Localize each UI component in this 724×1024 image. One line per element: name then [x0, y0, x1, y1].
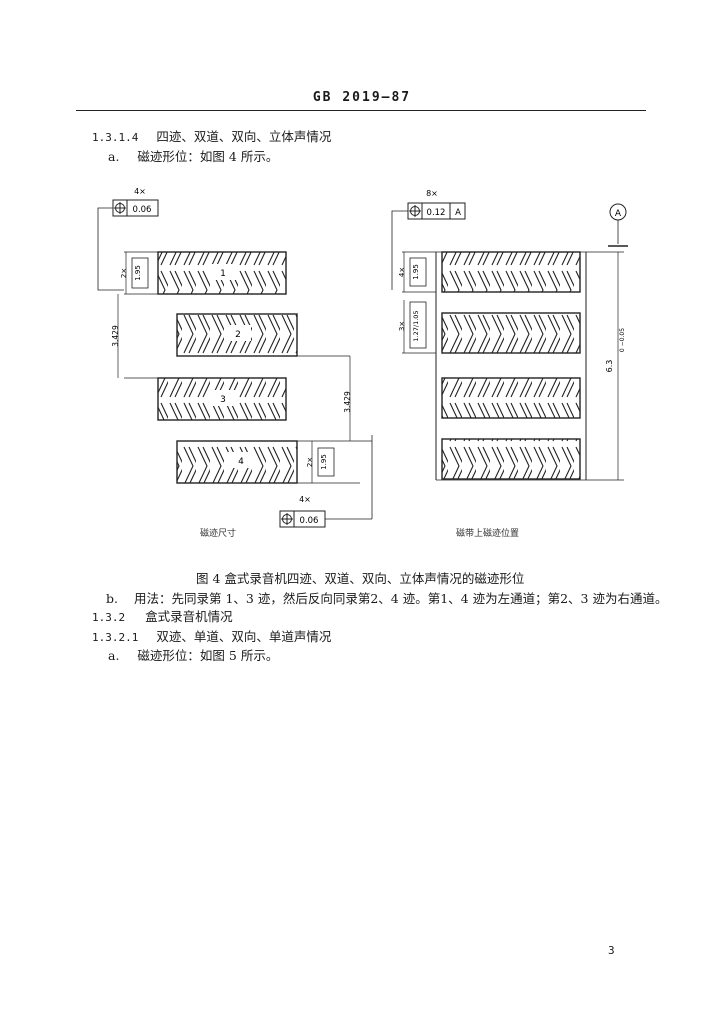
item-text: 用法：先同录第 1、3 迹，然后反向同录第2、4 迹。第1、4 迹为左通道；第2…: [133, 591, 668, 606]
track-3: [157, 377, 287, 421]
item-a-1: a. 磁迹形位：如图 4 所示。: [108, 146, 278, 165]
dim-width-nominal: 2×: [120, 268, 128, 278]
track-2-number: 2: [235, 330, 241, 340]
section-number: 1.3.2.1: [92, 631, 139, 644]
item-label: a.: [108, 149, 120, 164]
fcf-count: 4×: [299, 495, 311, 504]
fcf-datum: A: [455, 208, 461, 218]
page-number: 3: [608, 944, 615, 957]
item-label: b.: [106, 591, 118, 606]
item-a-2: a. 磁迹形位：如图 5 所示。: [108, 645, 278, 664]
header-rule: [76, 110, 646, 111]
left-fcf-bottom: 4× 0.06: [279, 495, 326, 528]
tape-track-4: [441, 438, 581, 480]
dim-right-pitch-value: 1.27/1.05: [412, 310, 420, 341]
section-title: 四迹、双道、双向、立体声情况: [156, 129, 332, 144]
dim-pitch-right: 3.429: [343, 391, 352, 413]
item-text: 磁迹形位：如图 5 所示。: [137, 648, 279, 663]
fcf-count: 4×: [134, 187, 146, 196]
fcf-count: 8×: [426, 189, 438, 198]
dim-overall: 6.3: [605, 360, 614, 373]
item-label: a.: [108, 648, 120, 663]
fcf-value: 0.06: [133, 205, 152, 215]
dim-pitch-left: 3.429: [111, 325, 120, 347]
section-title: 双迹、单道、双向、单道声情况: [156, 629, 332, 644]
item-b: b. 用法：先同录第 1、3 迹，然后反向同录第2、4 迹。第1、4 迹为左通道…: [106, 588, 667, 607]
section-number: 1.3.2: [92, 611, 126, 624]
section-1-3-2: 1.3.2 盒式录音机情况: [92, 606, 233, 625]
dim-right-width-tol: 1.95: [412, 264, 420, 280]
dim-overall-tol: 0 −0.05: [619, 328, 626, 352]
right-track-position-drawing: 8× 0.12 A A 4× 1.95: [391, 189, 628, 481]
right-drawing-caption: 磁带上磁迹位置: [456, 529, 520, 539]
dim-width-tol: 1.95: [134, 265, 142, 281]
dim-right-width-nominal: 4×: [398, 267, 406, 277]
tape-track-2: [441, 312, 581, 354]
dim-width-nominal-4: 2×: [306, 457, 314, 467]
fcf-value: 0.12: [427, 208, 446, 218]
figure-4-caption: 图 4 盒式录音机四迹、双道、双向、立体声情况的磁迹形位: [196, 571, 525, 586]
right-fcf: 8× 0.12 A: [407, 189, 466, 220]
item-text: 磁迹形位：如图 4 所示。: [137, 149, 279, 164]
fcf-value: 0.06: [300, 516, 319, 526]
left-drawing-caption: 磁迹尺寸: [200, 529, 237, 539]
datum-a-label: A: [615, 209, 622, 219]
track-4-number: 4: [238, 457, 244, 467]
left-fcf-top: 4× 0.06: [112, 187, 159, 217]
tape-track-1: [441, 251, 581, 293]
figure-4-drawing: 4× 0.06 1 2 3 4: [97, 187, 628, 528]
section-number: 1.3.1.4: [92, 131, 139, 144]
dim-width-tol-4: 1.95: [320, 454, 328, 470]
section-1-3-1-4: 1.3.1.4 四迹、双道、双向、立体声情况: [92, 126, 331, 145]
tape-track-3: [441, 377, 581, 419]
track-3-number: 3: [220, 395, 226, 405]
dim-right-pitch-count: 3×: [398, 321, 406, 331]
page-header: GB 2019—87: [312, 90, 412, 105]
track-1-number: 1: [220, 269, 226, 279]
section-title: 盒式录音机情况: [145, 609, 233, 624]
left-track-dimensions-drawing: 4× 0.06 1 2 3 4: [97, 187, 373, 528]
section-1-3-2-1: 1.3.2.1 双迹、单道、双向、单道声情况: [92, 626, 331, 645]
